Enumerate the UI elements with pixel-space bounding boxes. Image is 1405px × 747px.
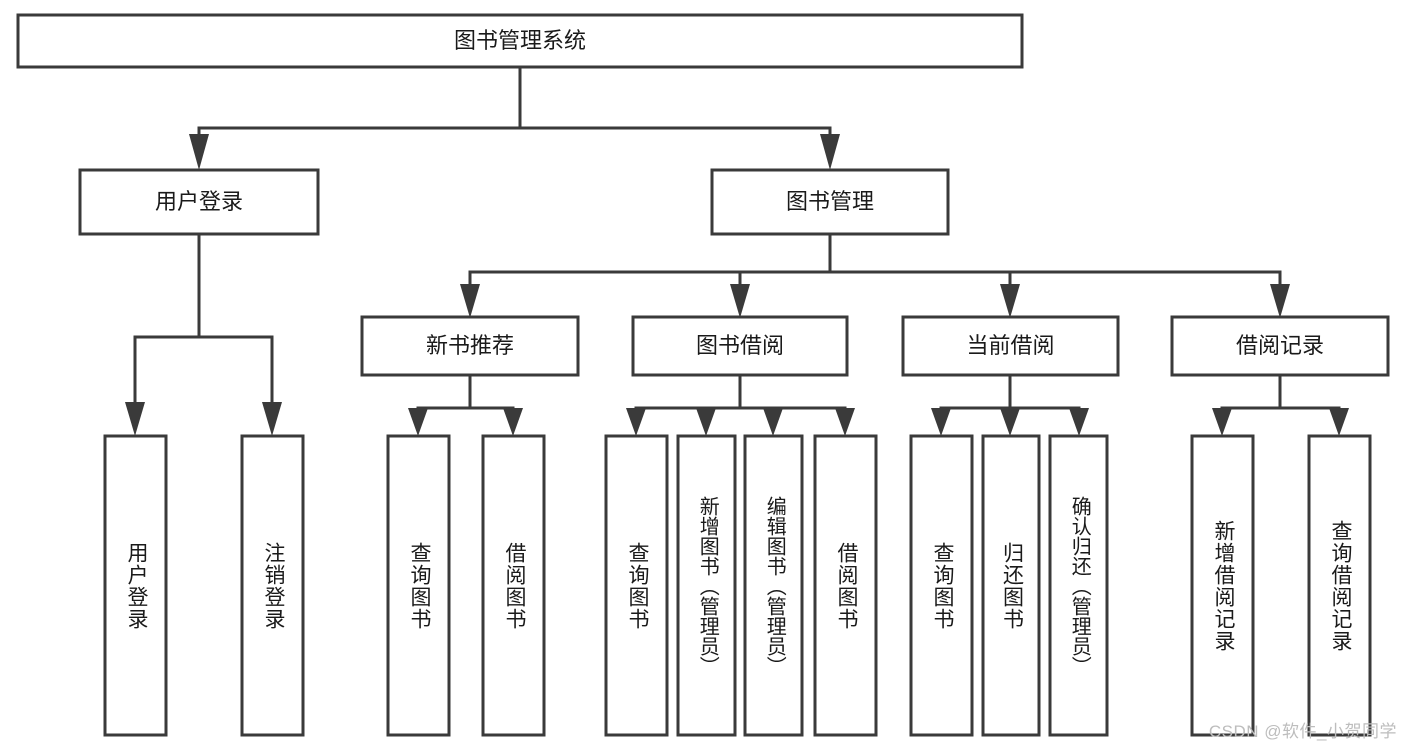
connector-newbook-to-leaves bbox=[408, 373, 523, 436]
node-box-leaf-query-book-1[interactable] bbox=[386, 434, 451, 737]
arrow-head-icon bbox=[763, 408, 783, 436]
arrow-head-icon bbox=[1329, 408, 1349, 436]
node-box-leaf-borrow-book-2[interactable] bbox=[813, 434, 878, 737]
arrow-head-icon bbox=[125, 402, 145, 436]
node-box-user-login[interactable] bbox=[78, 168, 320, 236]
arrow-head-icon bbox=[408, 408, 428, 436]
arrow-head-icon bbox=[835, 408, 855, 436]
node-box-root[interactable] bbox=[16, 13, 1024, 69]
arrow-head-icon bbox=[1069, 408, 1089, 436]
arrow-head-icon bbox=[696, 408, 716, 436]
arrow-head-icon bbox=[503, 408, 523, 436]
connector-borrowrecord-to-leaves bbox=[1212, 373, 1349, 436]
connector-root-to-level2 bbox=[189, 65, 840, 170]
csdn-watermark: CSDN @软件_小贺同学 bbox=[1208, 722, 1397, 741]
arrow-head-icon bbox=[1270, 284, 1290, 318]
node-box-leaf-query-book-2[interactable] bbox=[604, 434, 669, 737]
node-box-leaf-confirm-return[interactable] bbox=[1048, 434, 1109, 737]
node-box-leaf-user-login[interactable] bbox=[103, 434, 168, 737]
arrow-head-icon bbox=[1212, 408, 1232, 436]
arrow-head-icon bbox=[262, 402, 282, 436]
arrow-head-icon bbox=[626, 408, 646, 436]
node-box-leaf-return-book[interactable] bbox=[981, 434, 1041, 737]
arrow-head-icon bbox=[189, 134, 209, 170]
node-box-new-book-recommend[interactable] bbox=[360, 315, 580, 377]
connector-currentborrow-to-leaves bbox=[931, 373, 1089, 436]
arrow-head-icon bbox=[820, 134, 840, 170]
arrow-head-icon bbox=[931, 408, 951, 436]
node-box-leaf-add-book[interactable] bbox=[676, 434, 737, 737]
connector-userlogin-to-leaves bbox=[125, 232, 282, 436]
node-box-leaf-borrow-book-1[interactable] bbox=[481, 434, 546, 737]
node-box-leaf-query-book-3[interactable] bbox=[909, 434, 974, 737]
arrow-head-icon bbox=[1000, 284, 1020, 318]
node-box-leaf-edit-book[interactable] bbox=[743, 434, 804, 737]
connector-bookborrow-to-leaves bbox=[626, 373, 855, 436]
node-box-book-borrow[interactable] bbox=[631, 315, 849, 377]
arrow-head-icon bbox=[1000, 408, 1020, 436]
node-box-leaf-logout-login[interactable] bbox=[240, 434, 305, 737]
connector-bookmanage-to-level3 bbox=[460, 232, 1290, 318]
node-box-current-borrow[interactable] bbox=[901, 315, 1120, 377]
arrow-head-icon bbox=[730, 284, 750, 318]
node-box-leaf-add-record[interactable] bbox=[1190, 434, 1255, 737]
node-box-borrow-record[interactable] bbox=[1170, 315, 1390, 377]
node-box-book-manage[interactable] bbox=[710, 168, 950, 236]
node-box-leaf-query-record[interactable] bbox=[1307, 434, 1372, 737]
arrow-head-icon bbox=[460, 284, 480, 318]
